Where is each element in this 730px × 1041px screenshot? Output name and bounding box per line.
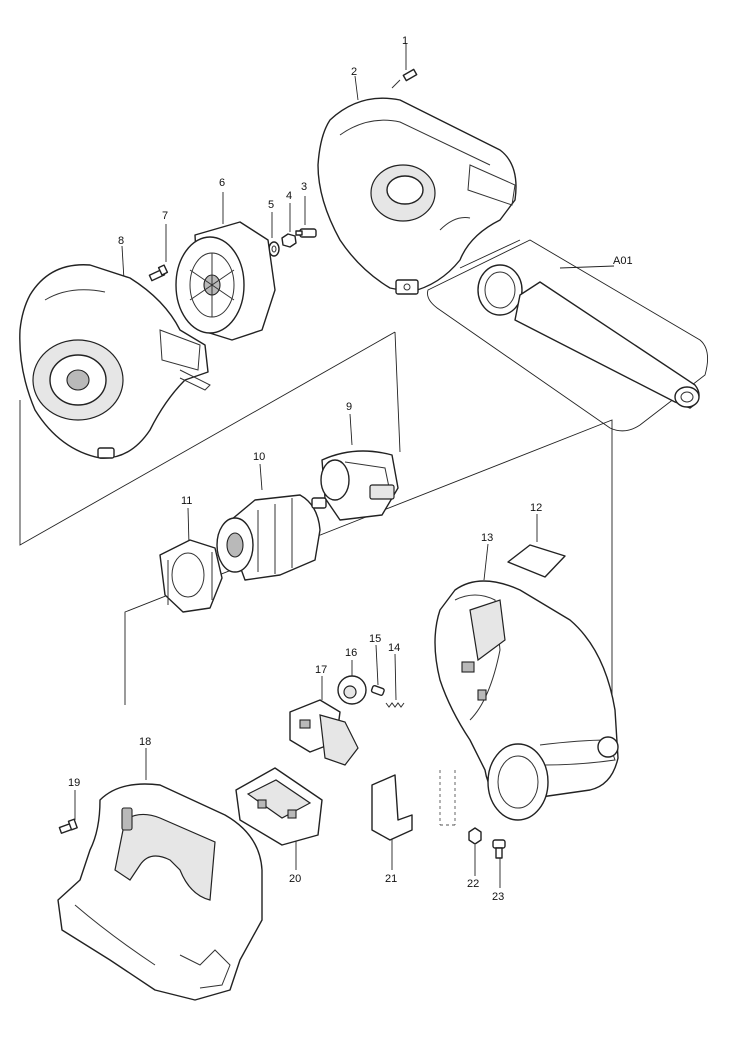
part-4-nut [281, 203, 297, 248]
part-1-screw [391, 44, 418, 89]
part-a01-nozzle [427, 239, 709, 432]
callout-7: 7 [162, 210, 168, 222]
part-18-handle-housing [57, 748, 263, 1001]
callout-6: 6 [219, 177, 225, 189]
part-23-screw [492, 839, 506, 888]
callout-14: 14 [388, 642, 400, 654]
callout-2: 2 [351, 66, 357, 78]
callout-15: 15 [369, 633, 381, 645]
part-22-nut [468, 827, 482, 876]
part-2-housing-cover [317, 75, 517, 295]
callout-17: 17 [315, 664, 327, 676]
callout-16: 16 [345, 647, 357, 659]
part-8-housing [19, 245, 211, 459]
part-10-motor [216, 463, 327, 581]
callout-8: 8 [118, 235, 124, 247]
callout-labels: 1 2 3 4 5 6 7 8 9 10 11 12 13 14 15 16 1… [68, 35, 633, 903]
callout-23: 23 [492, 891, 504, 903]
part-16-trigger [337, 660, 367, 705]
part-20-terminal [235, 767, 323, 870]
callout-11: 11 [181, 495, 192, 507]
part-13-housing-half [434, 543, 619, 821]
callout-1: 1 [402, 35, 408, 47]
part-7-screw [148, 224, 169, 282]
callout-19: 19 [68, 777, 80, 789]
callout-13: 13 [481, 532, 493, 544]
callout-5: 5 [268, 199, 274, 211]
callout-10: 10 [253, 451, 265, 463]
part-17-switch [289, 676, 359, 766]
part-3-bolt [295, 196, 317, 238]
callout-3: 3 [301, 181, 307, 193]
part-11-motor-holder [159, 507, 223, 613]
callout-9: 9 [346, 401, 352, 413]
callout-4: 4 [286, 190, 292, 202]
part-9-sleeve [320, 413, 399, 521]
part-21-bracket [371, 770, 456, 870]
callout-21: 21 [385, 873, 397, 885]
callout-a01: A01 [613, 255, 633, 267]
callout-12: 12 [530, 502, 542, 514]
part-12-label [507, 514, 566, 578]
part-15-pin [370, 644, 385, 696]
callout-18: 18 [139, 736, 151, 748]
callout-22: 22 [467, 878, 479, 890]
part-5-washer [268, 212, 280, 257]
part-14-spring [385, 653, 405, 708]
part-6-fan [175, 192, 276, 341]
part-19-screw [58, 790, 78, 834]
callout-20: 20 [289, 873, 301, 885]
